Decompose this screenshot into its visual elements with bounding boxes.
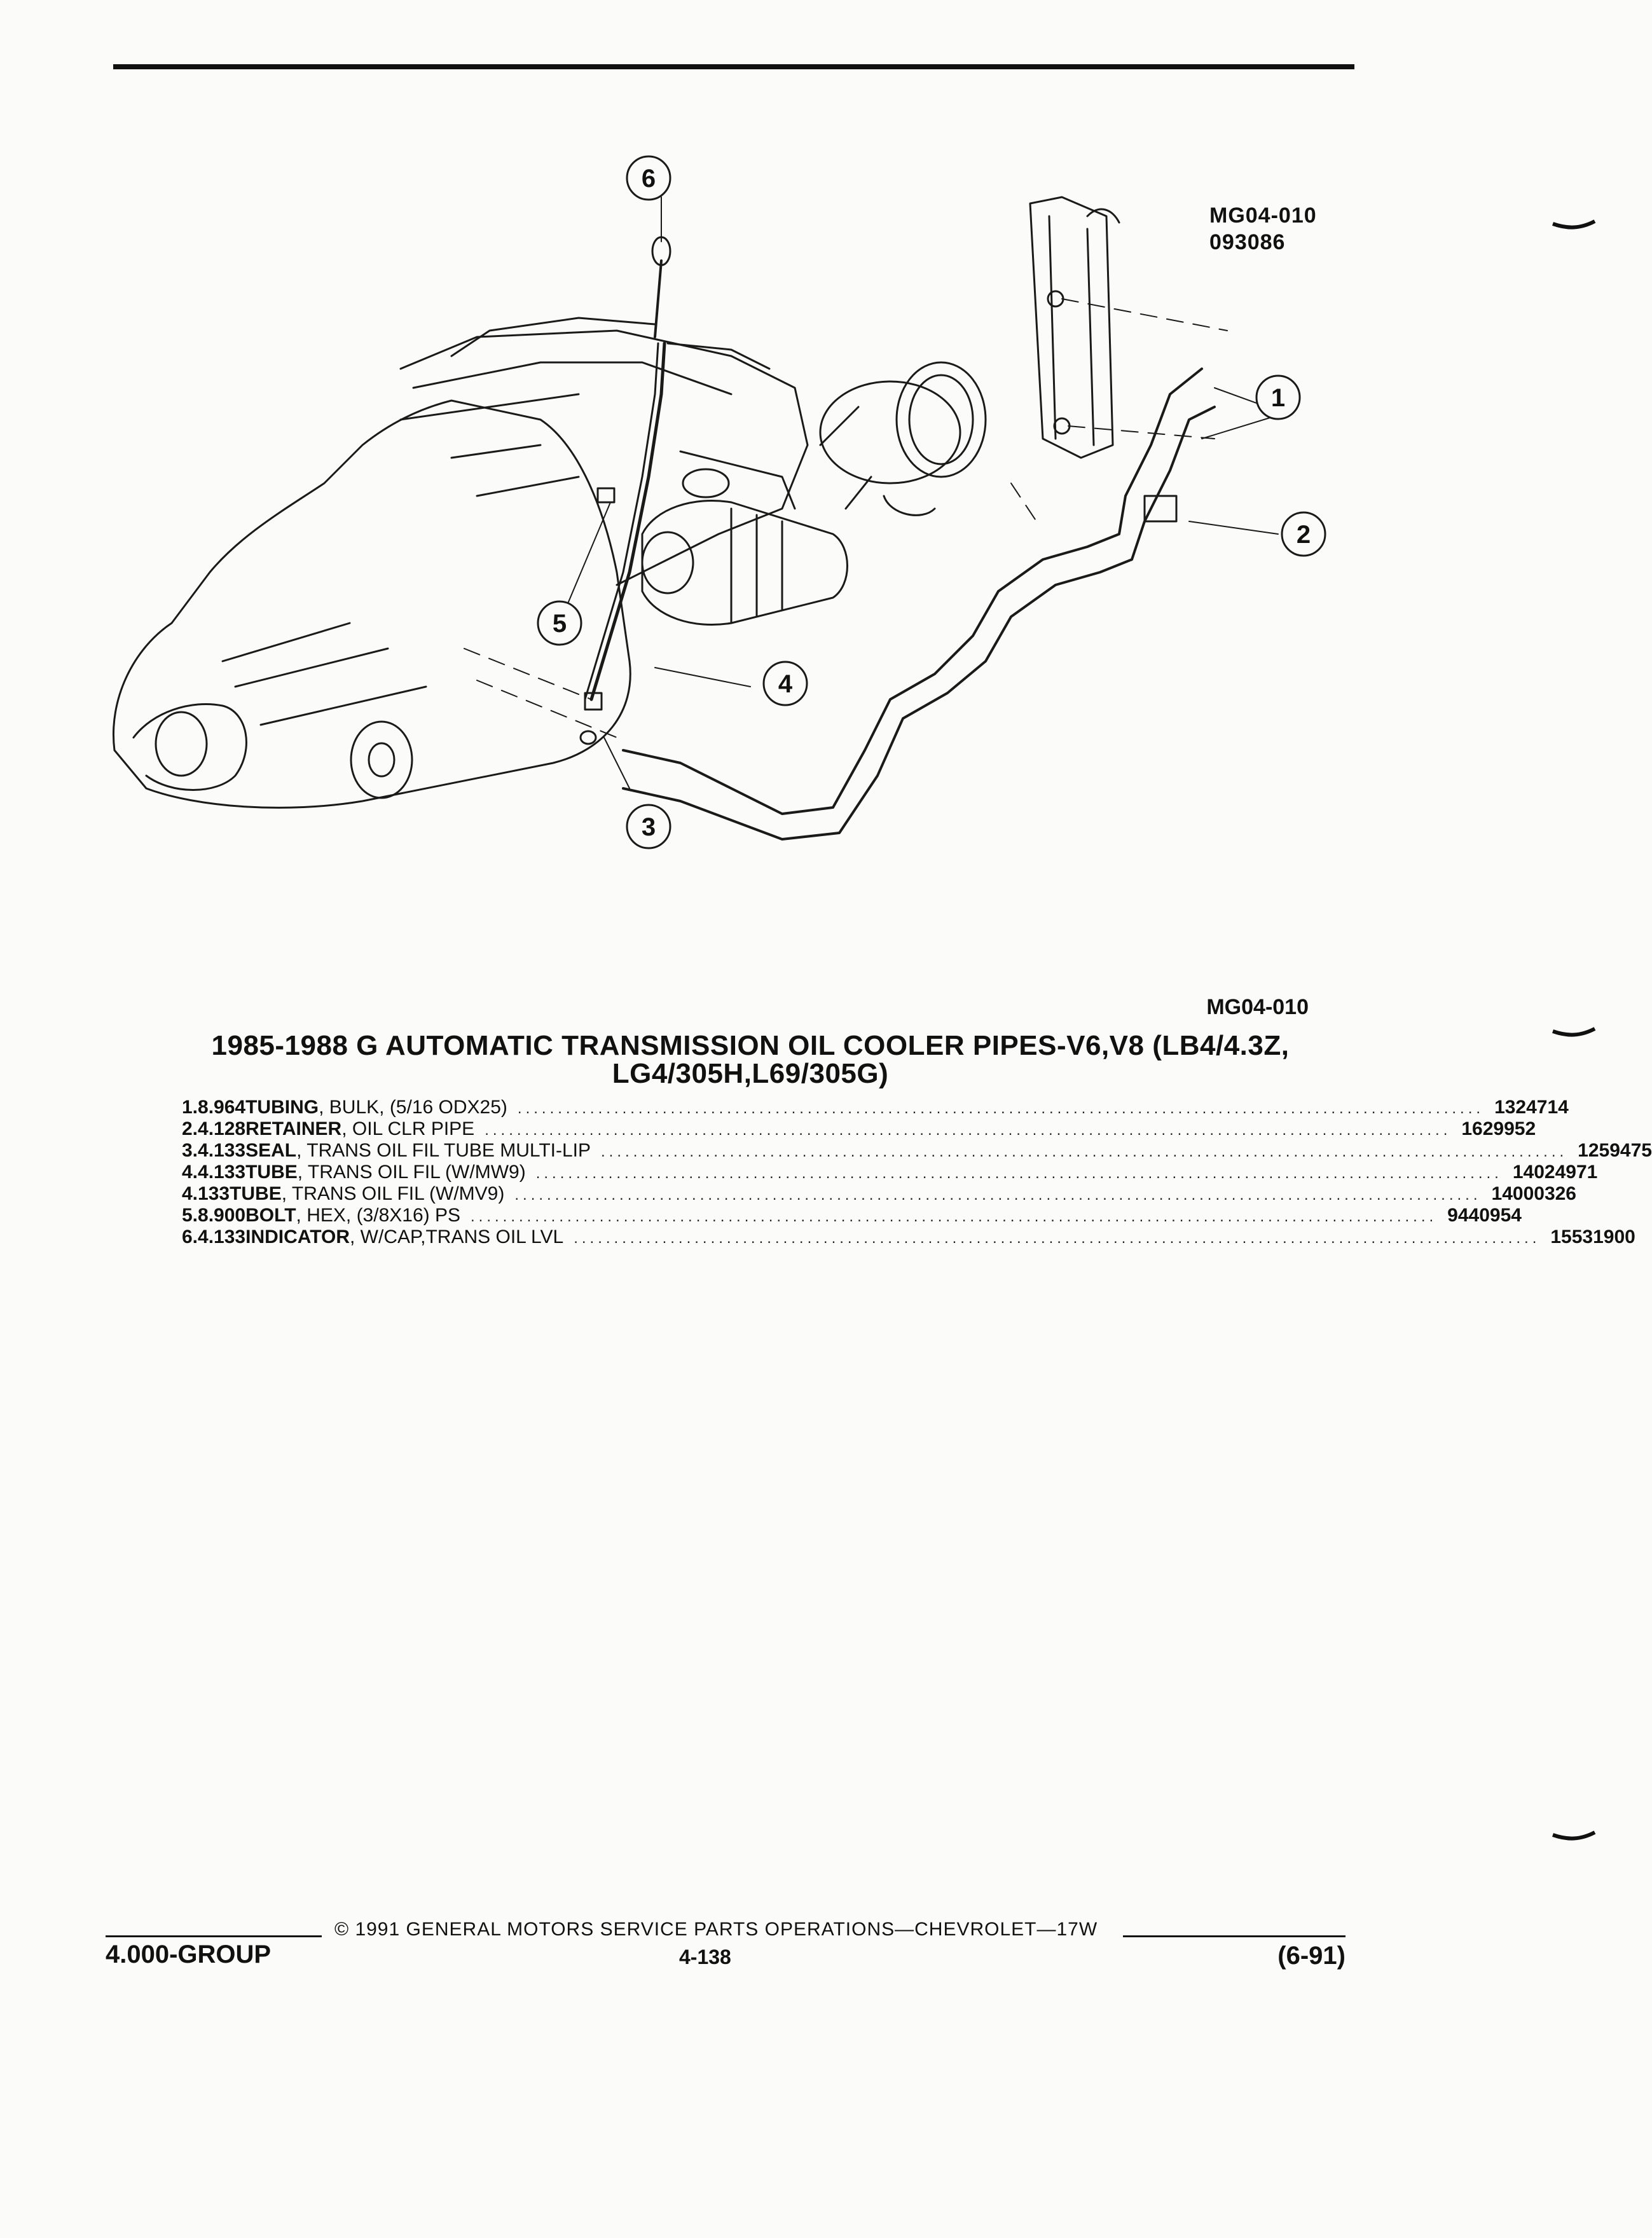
group-number: 4.133: [198, 1162, 246, 1183]
leader-dots: ........................................…: [601, 1143, 1568, 1160]
part-detail: , TRANS OIL FIL TUBE MULTI-LIP: [296, 1140, 591, 1161]
callout-6-label: 6: [642, 165, 656, 193]
group-label: 4.000-GROUP: [106, 1940, 272, 1968]
part-description: SEAL, TRANS OIL FIL TUBE MULTI-LIP: [245, 1140, 591, 1162]
section-title-line-1: 1985-1988 G AUTOMATIC TRANSMISSION OIL C…: [211, 1030, 1290, 1061]
callout-3: [626, 804, 671, 849]
part-detail: , TRANS OIL FIL (W/MW9): [297, 1162, 526, 1183]
item-number: 1.: [182, 1097, 198, 1118]
group-number: 8.900: [198, 1205, 246, 1226]
part-description: TUBE, TRANS OIL FIL (W/MW9): [245, 1162, 526, 1183]
leader-dots: ........................................…: [535, 1165, 1503, 1182]
copyright-notice: © 1991 GENERAL MOTORS SERVICE PARTS OPER…: [334, 1919, 1098, 1940]
caption-code: MG04-010: [1206, 995, 1309, 1019]
part-detail: , W/CAP,TRANS OIL LVL: [350, 1226, 564, 1247]
item-number: 5.: [182, 1205, 198, 1226]
figure-date-code: 093086: [1209, 230, 1286, 254]
top-rule: [113, 64, 1354, 69]
callout-2-label: 2: [1297, 521, 1311, 549]
exploded-diagram: 6 1 2 4 3 5: [113, 155, 1326, 849]
figure-code: MG04-010: [1209, 203, 1317, 228]
parts-row: 4. 4.133 TUBE, TRANS OIL FIL (W/MW9) ...…: [182, 1162, 1597, 1183]
binder-mark-icon: [1552, 1027, 1596, 1037]
part-number: 1629952: [1461, 1118, 1536, 1139]
part-description: BOLT, HEX, (3/8X16) PS: [245, 1205, 460, 1226]
radiator: [1029, 196, 1120, 459]
part-name: BOLT: [245, 1205, 296, 1226]
callout-6: [626, 155, 671, 201]
footer-rule-left: [106, 1935, 322, 1937]
callout-2: [1281, 511, 1326, 557]
part-name: INDICATOR: [245, 1226, 350, 1247]
binder-mark-icon: [1552, 1830, 1596, 1841]
part-name: TUBE: [230, 1183, 282, 1204]
pipe-retainer: [1143, 495, 1178, 523]
part-name: RETAINER: [245, 1118, 342, 1139]
callouts: [537, 155, 1326, 849]
leader-dots: ........................................…: [485, 1122, 1452, 1139]
callout-3-label: 3: [642, 813, 656, 841]
callout-1: [1255, 374, 1301, 420]
parts-row: 5. 8.900 BOLT, HEX, (3/8X16) PS ........…: [182, 1205, 1522, 1226]
leader-dots: ........................................…: [574, 1230, 1541, 1247]
parts-row: 6. 4.133 INDICATOR, W/CAP,TRANS OIL LVL …: [182, 1226, 1635, 1248]
section-title-line-2: LG4/305H,L69/305G): [612, 1058, 889, 1089]
group-number: 8.964: [198, 1097, 246, 1118]
callout-1-label: 1: [1271, 384, 1285, 412]
part-number: 14000326: [1491, 1183, 1576, 1204]
parts-row: 2. 4.128 RETAINER, OIL CLR PIPE ........…: [182, 1118, 1536, 1140]
item-number: 4.: [182, 1162, 198, 1183]
leader-dots: ........................................…: [514, 1186, 1482, 1204]
parts-list: 1. 8.964 TUBING, BULK, (5/16 ODX25) ....…: [182, 1097, 1652, 1248]
part-description: INDICATOR, W/CAP,TRANS OIL LVL: [245, 1226, 563, 1248]
part-number: 15531900: [1550, 1226, 1635, 1247]
part-name: TUBING: [245, 1097, 319, 1118]
part-number: 1259475: [1578, 1140, 1652, 1161]
group-number: 4.133: [182, 1183, 230, 1204]
callout-4: [762, 661, 808, 706]
part-description: TUBING, BULK, (5/16 ODX25): [245, 1097, 507, 1118]
dipstick-tube: [589, 341, 666, 701]
callout-5: [537, 600, 582, 646]
part-detail: , BULK, (5/16 ODX25): [319, 1097, 507, 1118]
part-detail: , OIL CLR PIPE: [341, 1118, 475, 1139]
section-title: 1985-1988 G AUTOMATIC TRANSMISSION OIL C…: [140, 1032, 1361, 1088]
item-number: 2.: [182, 1118, 198, 1139]
engine-block: [399, 329, 809, 586]
starter-motor: [641, 450, 848, 626]
callout-4-label: 4: [778, 670, 793, 698]
part-name: SEAL: [245, 1140, 297, 1161]
binder-mark-icon: [1552, 219, 1596, 230]
part-name: TUBE: [245, 1162, 298, 1183]
part-detail: , HEX, (3/8X16) PS: [296, 1205, 460, 1226]
transmission-housing: [113, 399, 631, 809]
leader-dots: ........................................…: [517, 1100, 1485, 1117]
group-number: 4.133: [198, 1140, 246, 1161]
alternator: [819, 361, 987, 516]
group-number: 4.128: [198, 1118, 246, 1139]
item-number: 3.: [182, 1140, 198, 1161]
item-number: 6.: [182, 1226, 198, 1247]
footer-rule-right: [1123, 1935, 1346, 1937]
parts-row: 3. 4.133 SEAL, TRANS OIL FIL TUBE MULTI-…: [182, 1140, 1652, 1162]
revision-date: (6-91): [1277, 1942, 1346, 1970]
parts-row: 1. 8.964 TUBING, BULK, (5/16 ODX25) ....…: [182, 1097, 1569, 1118]
part-detail: , TRANS OIL FIL (W/MV9): [281, 1183, 505, 1204]
page-number: 4-138: [679, 1946, 731, 1968]
leader-dots: ........................................…: [471, 1208, 1438, 1225]
part-number: 14024971: [1512, 1162, 1598, 1183]
group-number: 4.133: [198, 1226, 246, 1247]
part-number: 1324714: [1494, 1097, 1569, 1118]
parts-row: 4.133 TUBE, TRANS OIL FIL (W/MV9) ......…: [182, 1183, 1576, 1205]
part-number: 9440954: [1447, 1205, 1522, 1226]
callout-5-label: 5: [553, 610, 567, 638]
cooler-pipes: [622, 367, 1216, 841]
part-description: RETAINER, OIL CLR PIPE: [245, 1118, 474, 1140]
part-description: TUBE, TRANS OIL FIL (W/MV9): [230, 1183, 504, 1205]
